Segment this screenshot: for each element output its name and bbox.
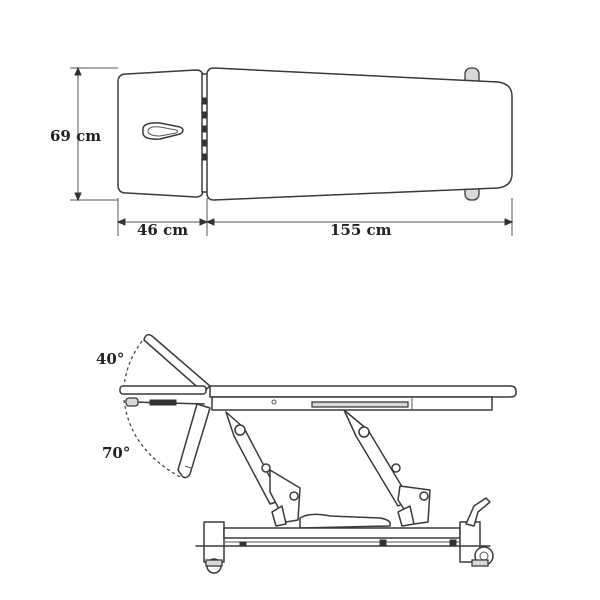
- base-frame: [195, 521, 491, 563]
- table-top: [209, 385, 517, 398]
- head-length-label: 46 cm: [137, 221, 189, 239]
- top-view: [70, 66, 514, 236]
- lowered-head-rest: [177, 403, 211, 479]
- raised-head-rest: [143, 333, 211, 393]
- body-section: [206, 67, 513, 201]
- width-label: 69 cm: [50, 127, 102, 145]
- motor-unit: [299, 513, 392, 529]
- side-view: [119, 333, 517, 574]
- upper-angle-arc: [123, 335, 147, 389]
- left-wheel: [205, 558, 223, 574]
- lower-angle-arc: [123, 399, 183, 479]
- head-section-side: [119, 385, 207, 395]
- foot-pedal: [465, 497, 491, 527]
- head-gas-spring: [125, 397, 205, 407]
- width-dimension-line: [70, 66, 118, 202]
- length-dimension-lines: [116, 198, 514, 236]
- right-wheel: [471, 546, 494, 567]
- lower-angle-label: 70°: [102, 444, 131, 462]
- right-leg-linkage: [343, 409, 431, 527]
- upper-angle-label: 40°: [96, 350, 125, 368]
- left-leg-linkage: [225, 411, 301, 527]
- body-length-label: 155 cm: [330, 221, 392, 239]
